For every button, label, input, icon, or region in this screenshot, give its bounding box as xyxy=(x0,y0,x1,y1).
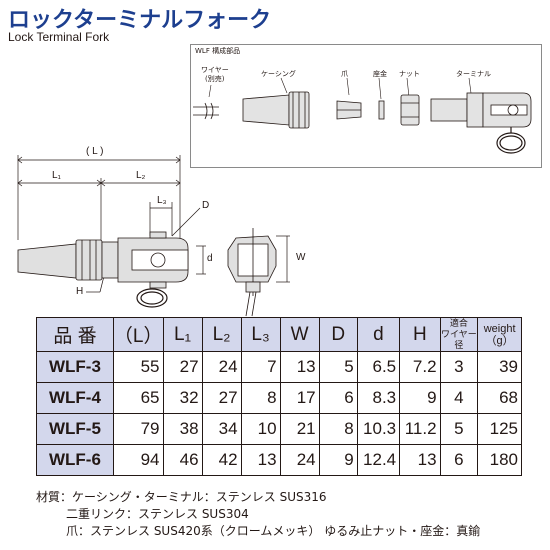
page-title: ロックターミナルフォーク xyxy=(8,8,272,33)
table-cell: 5 xyxy=(318,351,358,383)
col-model: 品 番 xyxy=(36,317,114,352)
dim-L1: L₁ xyxy=(52,170,61,181)
table-cell: 21 xyxy=(279,413,320,445)
table-cell: 24 xyxy=(279,444,320,476)
col-H: H xyxy=(399,317,441,352)
table-cell: 39 xyxy=(477,351,522,383)
table-cell: 32 xyxy=(162,382,203,414)
table-cell-model: WLF-4 xyxy=(36,382,114,414)
label-wire-note: (別売) xyxy=(205,75,225,83)
table-cell: 6 xyxy=(439,444,479,476)
table-cell: 10.3 xyxy=(356,413,401,445)
table-cell: 65 xyxy=(112,382,164,414)
table-cell: 7.2 xyxy=(399,351,441,383)
label-washer: 座金 xyxy=(373,70,387,78)
table-cell: 8 xyxy=(318,413,358,445)
col-W: W xyxy=(279,317,320,352)
col-wire-diameter: 適合 ワイヤー径 xyxy=(439,317,479,352)
table-cell: 180 xyxy=(477,444,522,476)
table-cell: 24 xyxy=(201,351,242,383)
table-cell: 4 xyxy=(439,382,479,414)
table-cell-model: WLF-6 xyxy=(36,444,114,476)
table-cell-model: WLF-3 xyxy=(36,351,114,383)
spec-table-header-row: 品 番 （L） L₁ L₂ L₃ W D d H 適合 ワイヤー径 weight… xyxy=(36,317,522,352)
dim-H: H xyxy=(76,286,84,297)
table-cell: 6 xyxy=(318,382,358,414)
components-header: WLF 構成部品 xyxy=(195,47,241,55)
dim-d: d xyxy=(207,253,213,264)
col-L1: L₁ xyxy=(162,317,203,352)
label-terminal: ターミナル xyxy=(456,70,491,78)
components-drawing xyxy=(193,77,532,154)
col-weight: weight （g） xyxy=(477,317,522,352)
table-cell: 9 xyxy=(399,382,441,414)
table-cell: 12.4 xyxy=(356,444,401,476)
components-box: WLF 構成部品 ワイヤー (別売) ケーシング 爪 座金 ナット ターミナル xyxy=(190,44,542,168)
col-L3: L₃ xyxy=(240,317,281,352)
table-cell: 68 xyxy=(477,382,522,414)
table-cell: 13 xyxy=(399,444,441,476)
table-cell: 79 xyxy=(112,413,164,445)
col-L2: L₂ xyxy=(201,317,242,352)
note-line-3: 爪：ステンレス SUS420系（クロームメッキ） ゆるみ止ナット・座金：真鍮 xyxy=(66,524,481,538)
page-subtitle: Lock Terminal Fork xyxy=(8,30,110,44)
table-cell: 13 xyxy=(240,444,281,476)
note-line-1: 材質：ケーシング・ターミナル：ステンレス SUS316 xyxy=(36,490,327,504)
table-cell: 125 xyxy=(477,413,522,445)
table-cell: 27 xyxy=(201,382,242,414)
dim-L3: L₃ xyxy=(157,195,167,206)
table-cell: 8 xyxy=(240,382,281,414)
table-cell: 10 xyxy=(240,413,281,445)
label-casing: ケーシング xyxy=(261,70,296,78)
table-cell: 42 xyxy=(201,444,242,476)
dim-L: ( L ) xyxy=(86,146,104,157)
col-L: （L） xyxy=(112,317,164,352)
label-claw: 爪 xyxy=(341,70,348,78)
table-cell: 3 xyxy=(439,351,479,383)
table-cell: 94 xyxy=(112,444,164,476)
col-d: d xyxy=(356,317,401,352)
table-cell: 6.5 xyxy=(356,351,401,383)
table-cell: 8.3 xyxy=(356,382,401,414)
table-cell: 46 xyxy=(162,444,203,476)
label-wire: ワイヤー xyxy=(201,66,229,74)
table-cell: 17 xyxy=(279,382,320,414)
dim-W: W xyxy=(296,252,306,263)
table-cell-model: WLF-5 xyxy=(36,413,114,445)
table-cell: 7 xyxy=(240,351,281,383)
table-cell: 55 xyxy=(112,351,164,383)
table-cell: 11.2 xyxy=(399,413,441,445)
table-cell: 27 xyxy=(162,351,203,383)
dim-D: D xyxy=(202,200,210,211)
note-line-2: 二重リンク：ステンレス SUS304 xyxy=(66,507,249,521)
table-cell: 34 xyxy=(201,413,242,445)
spec-table: 品 番 （L） L₁ L₂ L₃ W D d H 適合 ワイヤー径 weight… xyxy=(36,317,522,476)
dim-L2: L₂ xyxy=(136,170,146,181)
col-D: D xyxy=(318,317,358,352)
table-cell: 9 xyxy=(318,444,358,476)
table-cell: 38 xyxy=(162,413,203,445)
table-cell: 13 xyxy=(279,351,320,383)
table-cell: 5 xyxy=(439,413,479,445)
label-nut: ナット xyxy=(399,70,420,78)
